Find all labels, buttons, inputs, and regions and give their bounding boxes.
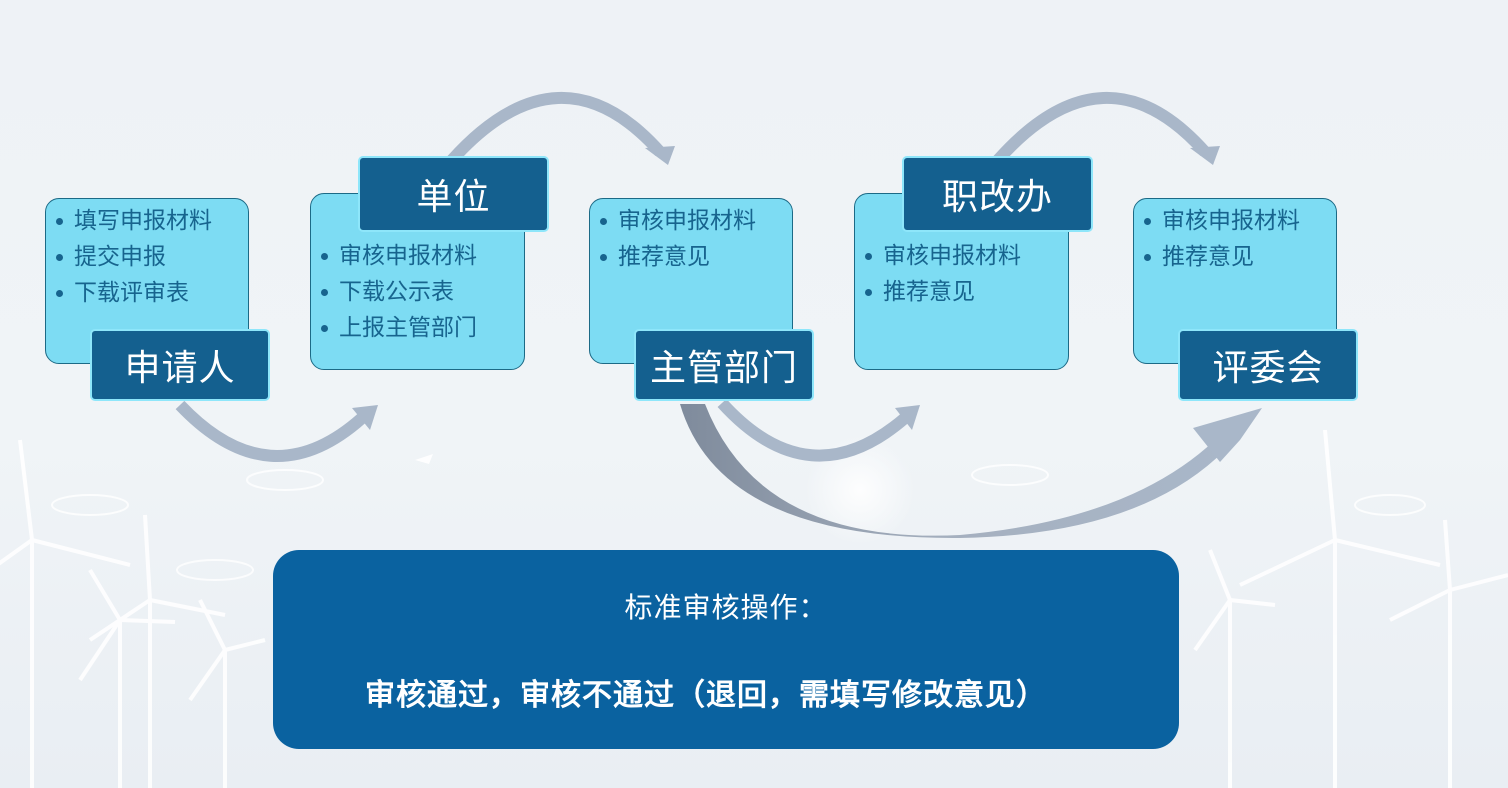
step-label-dept: 主管部门: [634, 329, 814, 401]
task-item: 下载公示表: [311, 274, 524, 310]
arrow-dept-to-committee: [680, 404, 1262, 539]
task-item: 推荐意见: [855, 274, 1068, 310]
task-item: 上报主管部门: [311, 310, 524, 346]
arrow-office-to-committee: [993, 91, 1220, 165]
arrow-unit-to-dept: [447, 91, 675, 165]
step-label-applicant: 申请人: [90, 329, 270, 401]
panel-title: 标准审核操作：: [624, 591, 828, 624]
task-item: 提交申报: [46, 239, 248, 275]
task-item: 下载评审表: [46, 275, 248, 311]
review-operations: 审核通过，审核不通过（退回，需填写修改意见）: [365, 678, 1047, 713]
task-item: 审核申报材料: [590, 203, 792, 239]
task-item: 审核申报材料: [855, 238, 1068, 274]
step-label-office: 职改办: [902, 156, 1093, 232]
task-item: 填写申报材料: [46, 203, 248, 239]
step-label-committee: 评委会: [1178, 329, 1358, 401]
task-item: 推荐意见: [1134, 239, 1336, 275]
task-item: 推荐意见: [590, 239, 792, 275]
task-item: 审核申报材料: [311, 238, 524, 274]
arrow-dept-to-office: [717, 398, 920, 462]
step-label-unit: 单位: [358, 156, 549, 232]
step-card-committee: 审核申报材料 推荐意见: [1133, 198, 1337, 364]
standard-review-panel: 标准审核操作： 审核通过，审核不通过（退回，需填写修改意见）: [273, 550, 1179, 749]
arrow-applicant-to-unit: [175, 400, 378, 462]
task-item: 审核申报材料: [1134, 203, 1336, 239]
